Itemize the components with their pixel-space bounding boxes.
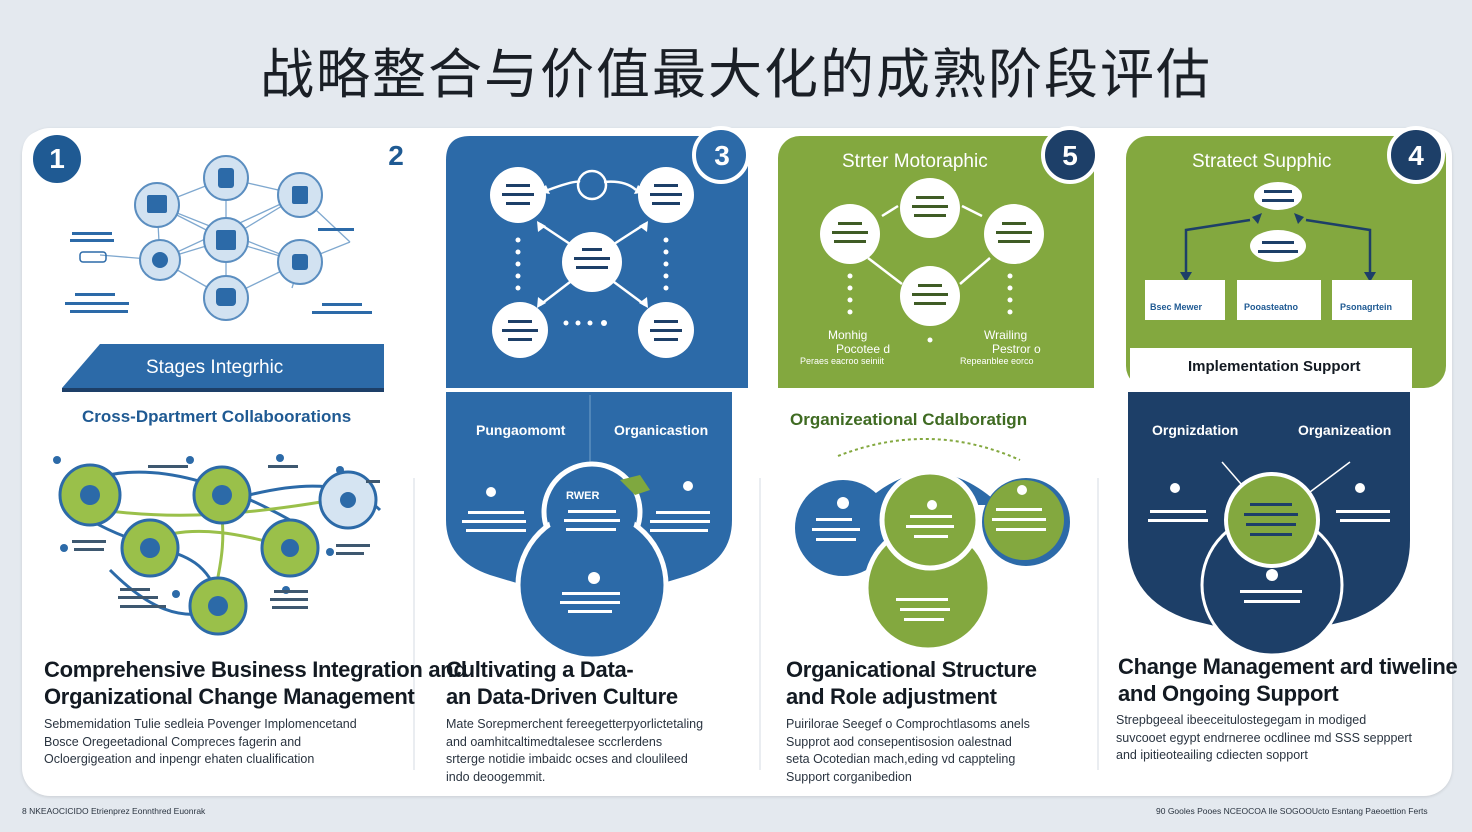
step-badge-4: 4 (1408, 140, 1424, 171)
panel2-sub-left: Pungaomomt (476, 422, 566, 438)
step-badge-2: 2 (388, 140, 404, 171)
panel3-subheading: Organizeational Cdalboratign (790, 410, 1028, 429)
step-badge-3: 3 (714, 140, 730, 171)
panel2-flow-diagram (446, 126, 750, 388)
panel3-overlap-diagram (795, 438, 1070, 653)
panel3-description: Puirilorae Seegef o Comprochtlasoms anel… (786, 717, 1030, 784)
panel4-shield-diagram (1128, 392, 1410, 657)
panel2-shield-diagram (446, 392, 732, 662)
panel4-sub-left: Orgnizdation (1152, 422, 1239, 438)
panel1-collaboration-diagram (53, 454, 382, 636)
panel1-banner-shape (62, 344, 384, 388)
panel2-description: Mate Sorepmerchent fereegetterpyorlictet… (446, 717, 704, 784)
panel3-banner: Strter Motoraphic (842, 151, 988, 172)
footer-right: 90 Gooles Pooes NCEOCOA Ile SOGOOUcto Es… (1156, 806, 1428, 816)
panel2-center-label: RWER (566, 490, 600, 502)
panel4-banner: Stratect Supphic (1192, 151, 1332, 172)
panel4-strip: Implementation Support (1188, 358, 1361, 375)
panel3-green-flow (778, 126, 1099, 388)
footer-left: 8 NKEAOCICIDO Etrienprez Eonnthred Euonr… (22, 806, 206, 816)
panel2-sub-right: Organicastion (614, 422, 709, 438)
panel2-title: Cultivating a Data-an Data-Driven Cultur… (446, 657, 678, 709)
panel4-description: Strepbgeeal ibeeceitulostegegam in modig… (1116, 713, 1413, 762)
panel1-network (22, 130, 424, 388)
panel1-subheading: Cross-Dpartmert Collaboorations (82, 407, 352, 426)
step-badge-1: 1 (30, 132, 84, 186)
panel3-foot-note-left: Peraes eacroo seiniit (800, 356, 885, 366)
step-badge-5: 5 (1062, 140, 1078, 171)
panel1-banner: Stages Integrhic (146, 357, 284, 378)
panel4-sub-right: Organizeation (1298, 422, 1392, 438)
panel4-green-boxes (1126, 126, 1446, 388)
page-title: 战略整合与价值最大化的成熟阶段评估 (260, 43, 1212, 106)
panel4-box-label-3: Psonagrtein (1340, 302, 1393, 312)
panel1-description: Sebmemidation Tulie sedleia Povenger Imp… (44, 717, 357, 766)
panel4-box-label-1: Bsec Mewer (1150, 302, 1203, 312)
panel3-foot-note-right: Repeanblee eorco (960, 356, 1034, 366)
panel4-box-label-2: Pooasteatno (1244, 302, 1299, 312)
